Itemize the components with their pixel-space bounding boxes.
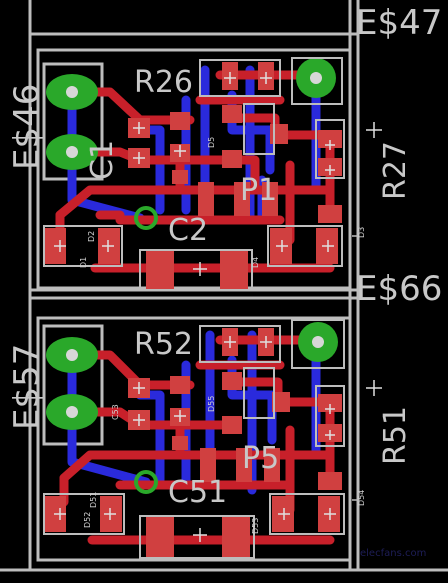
component-outlines [43, 319, 345, 559]
header-label-top: E$46 [7, 84, 47, 170]
diode-label: D53 [251, 518, 260, 534]
header-label-bottom: E$57 [7, 344, 47, 430]
diode-label: D5 [207, 137, 216, 148]
tick-marks [352, 235, 358, 501]
diode-label: D1 [79, 257, 88, 268]
diode-label: D2 [87, 231, 96, 242]
net-label-e66: E$66 [356, 269, 442, 309]
pot-label-bottom: R52 [134, 327, 193, 362]
diode-label: D55 [207, 396, 216, 412]
cap-label-top: C1 [85, 140, 120, 180]
through-hole-pads [46, 322, 338, 494]
module-bottom: E$57 R52 C53 P5 C51 R51 D55 D52 D51 D54 … [7, 316, 413, 562]
diode-label: D52 [83, 512, 92, 528]
cap2-label-top: C2 [168, 213, 208, 248]
pad-markers [54, 336, 382, 542]
module-top: E$46 R26 C1 P1 C2 R27 D5 D2 D1 D3 D4 [7, 48, 413, 291]
diode-label: D54 [357, 490, 366, 506]
diode-label: D51 [89, 492, 98, 508]
pot-label-top: R26 [134, 65, 193, 100]
right-label-bottom: R51 [378, 406, 413, 465]
cap2-label-bottom: C51 [168, 475, 227, 510]
pad-markers [54, 72, 382, 276]
trim-label-top: P1 [240, 173, 277, 208]
net-label-e47: E$47 [356, 3, 442, 43]
diode-label: D4 [251, 257, 260, 268]
through-hole-pads [46, 58, 336, 230]
component-outlines [43, 57, 345, 291]
diode-label: D3 [357, 227, 366, 238]
trim-label-bottom: P5 [242, 441, 279, 476]
watermark: elecfans.com [360, 548, 426, 559]
smd-pads [44, 328, 342, 558]
right-label-top: R27 [378, 141, 413, 200]
cap-label-bottom: C53 [111, 404, 120, 420]
